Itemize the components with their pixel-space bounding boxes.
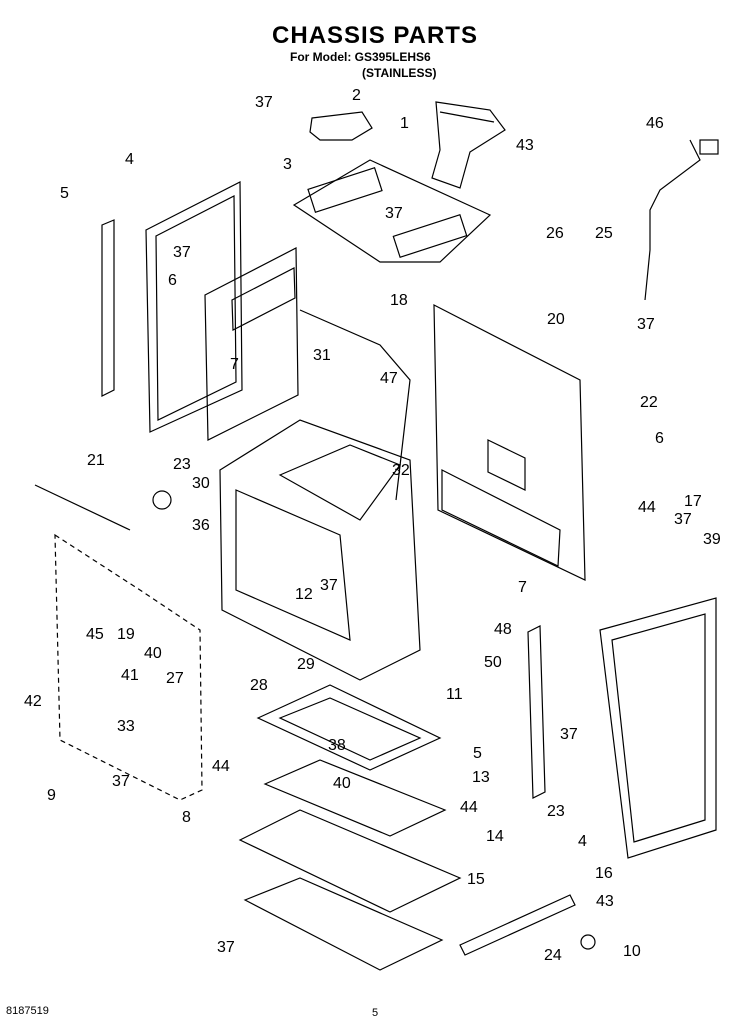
callout-4: 4 (578, 833, 587, 850)
callout-11: 11 (446, 686, 463, 703)
callout-3: 3 (283, 156, 292, 173)
callout-8: 8 (182, 809, 191, 826)
callout-43: 43 (596, 893, 614, 910)
callout-44: 44 (460, 799, 478, 816)
callout-1: 1 (400, 115, 409, 132)
side-panel-part (145, 181, 243, 433)
callout-28: 28 (250, 677, 268, 694)
callout-5: 5 (60, 185, 69, 202)
callout-23: 23 (547, 803, 565, 820)
callout-48: 48 (494, 621, 512, 638)
power-cord-part (644, 139, 701, 301)
callout-15: 15 (467, 871, 485, 888)
oven-door-part (54, 533, 203, 801)
callout-47: 47 (380, 370, 398, 387)
callout-39: 39 (703, 531, 721, 548)
callout-36: 36 (192, 517, 210, 534)
drawer-bottom-part (243, 877, 444, 971)
callout-31: 31 (313, 347, 331, 364)
bracket-part (309, 111, 373, 141)
callout-37: 37 (560, 726, 578, 743)
drawer-rail-part (459, 894, 576, 956)
oven-cavity-part (219, 419, 421, 681)
callout-9: 9 (47, 787, 56, 804)
callout-16: 16 (595, 865, 613, 882)
gasket-part (299, 309, 411, 501)
finish-label: (STAINLESS) (362, 66, 437, 80)
callout-45: 45 (86, 626, 104, 643)
callout-42: 42 (24, 693, 42, 710)
drawer-body-part (238, 809, 462, 913)
callout-43: 43 (516, 137, 534, 154)
callout-18: 18 (390, 292, 408, 309)
callout-37: 37 (255, 94, 273, 111)
trim-strip-part (34, 484, 131, 531)
inner-panel-part (204, 247, 299, 441)
callout-22: 22 (640, 394, 658, 411)
back-panel-part (433, 304, 586, 581)
side-strip-right-part (527, 625, 546, 799)
burner-box-part (431, 101, 506, 189)
callout-6: 6 (168, 272, 177, 289)
callout-46: 46 (646, 115, 664, 132)
callout-37: 37 (320, 577, 338, 594)
callout-40: 40 (333, 775, 351, 792)
callout-5: 5 (473, 745, 482, 762)
callout-2: 2 (352, 87, 361, 104)
callout-23: 23 (173, 456, 191, 473)
callout-50: 50 (484, 654, 502, 671)
callout-37: 37 (674, 511, 692, 528)
callout-33: 33 (117, 718, 135, 735)
top-panel-part (292, 159, 492, 263)
plug-part (699, 139, 719, 155)
callout-25: 25 (595, 225, 613, 242)
page-number: 5 (372, 1007, 379, 1019)
callout-12: 12 (295, 586, 313, 603)
callout-17: 17 (684, 493, 702, 510)
callout-19: 19 (117, 626, 135, 643)
callout-6: 6 (655, 430, 664, 447)
document-number: 8187519 (6, 1005, 49, 1017)
callout-30: 30 (192, 475, 210, 492)
callout-26: 26 (546, 225, 564, 242)
callout-37: 37 (637, 316, 655, 333)
callout-27: 27 (166, 670, 184, 687)
leveling-leg-part (580, 934, 596, 950)
callout-29: 29 (297, 656, 315, 673)
door-frame-part (599, 597, 717, 859)
callout-37: 37 (385, 205, 403, 222)
callout-44: 44 (212, 758, 230, 775)
callout-20: 20 (547, 311, 565, 328)
drawer-part (263, 759, 447, 837)
callout-7: 7 (230, 356, 239, 373)
side-strip-part (101, 219, 115, 397)
callout-37: 37 (173, 244, 191, 261)
callout-37: 37 (112, 773, 130, 790)
callout-14: 14 (486, 828, 504, 845)
callout-7: 7 (518, 579, 527, 596)
callout-44: 44 (638, 499, 656, 516)
callout-13: 13 (472, 769, 490, 786)
callout-21: 21 (87, 452, 105, 469)
page-title: CHASSIS PARTS (272, 22, 478, 49)
callout-38: 38 (328, 737, 346, 754)
callout-32: 32 (392, 462, 410, 479)
callout-4: 4 (125, 151, 134, 168)
callout-24: 24 (544, 947, 562, 964)
callout-37: 37 (217, 939, 235, 956)
callout-10: 10 (623, 943, 641, 960)
plug-button-part (152, 490, 172, 510)
callout-41: 41 (121, 667, 139, 684)
callout-40: 40 (144, 645, 162, 662)
model-line: For Model: GS395LEHS6 (290, 50, 431, 64)
broiler-pan-part (256, 684, 442, 771)
